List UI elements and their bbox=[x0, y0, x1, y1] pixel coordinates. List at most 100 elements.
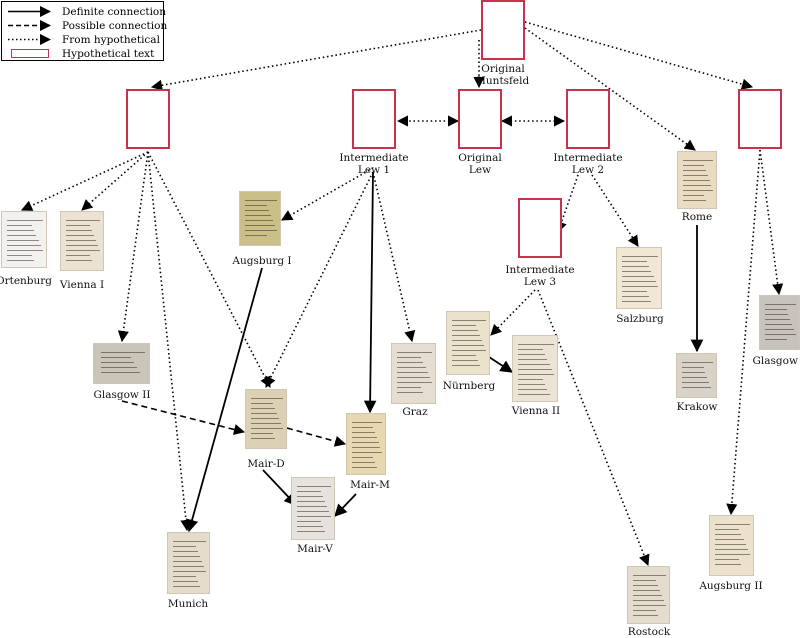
script-line bbox=[682, 185, 712, 186]
script-line bbox=[244, 220, 274, 221]
nurnberg-manuscript-image bbox=[446, 311, 490, 375]
mair-v-manuscript-image bbox=[291, 477, 335, 540]
edge-left-glasgow2 bbox=[117, 151, 149, 343]
script-line bbox=[7, 230, 35, 231]
edge-lew3-rostock bbox=[537, 289, 650, 567]
script-line bbox=[100, 357, 132, 358]
script-line bbox=[250, 433, 274, 434]
script-line bbox=[100, 362, 135, 363]
script-line bbox=[351, 462, 375, 463]
edge-lew2-salzburg bbox=[591, 174, 639, 247]
script-line bbox=[518, 364, 550, 365]
label-krakow: Krakow bbox=[676, 401, 718, 413]
script-line bbox=[351, 457, 373, 458]
hypothetical-lew1-box bbox=[352, 89, 396, 149]
legend-from-hypothetical-label: From hypothetical bbox=[62, 33, 160, 46]
label-glasgow2: Glasgow II bbox=[93, 389, 151, 401]
script-line bbox=[351, 447, 381, 448]
vienna2-manuscript-image bbox=[512, 335, 558, 402]
script-line bbox=[250, 413, 278, 414]
script-line bbox=[452, 330, 478, 331]
legend-definite-label: Definite connection bbox=[62, 5, 167, 18]
script-line bbox=[172, 586, 200, 587]
script-line bbox=[764, 339, 787, 340]
script-line bbox=[681, 362, 714, 363]
script-line bbox=[66, 245, 98, 246]
script-line bbox=[622, 261, 647, 262]
legend-possible: Possible connection bbox=[6, 19, 167, 32]
label-vienna1: Vienna I bbox=[59, 279, 105, 291]
script-line bbox=[297, 526, 323, 527]
legend-hypothetical-text-label: Hypothetical text bbox=[62, 47, 155, 60]
hypothetical-left-box bbox=[126, 89, 170, 149]
script-line bbox=[250, 408, 276, 409]
script-line bbox=[244, 205, 268, 206]
script-line bbox=[351, 442, 379, 443]
script-line bbox=[764, 304, 797, 305]
script-line bbox=[622, 276, 654, 277]
script-line bbox=[397, 377, 430, 378]
glasgow1-manuscript-image bbox=[759, 295, 800, 350]
edge-lew3-nurnberg bbox=[490, 289, 536, 336]
script-line bbox=[297, 506, 327, 507]
legend-possible-label: Possible connection bbox=[62, 19, 168, 32]
script-line bbox=[397, 367, 426, 368]
script-line bbox=[682, 180, 710, 181]
script-line bbox=[397, 382, 432, 383]
edge-augsburg1-munich bbox=[185, 267, 263, 533]
mair-d-manuscript-image bbox=[245, 389, 287, 449]
script-line bbox=[518, 369, 552, 370]
script-line bbox=[452, 365, 480, 366]
script-line bbox=[66, 255, 90, 256]
script-line bbox=[682, 175, 708, 176]
script-line bbox=[297, 486, 332, 487]
legend-hypothetical-text: Hypothetical text bbox=[6, 47, 154, 60]
hypothetical-lew3-box bbox=[518, 198, 562, 258]
script-line bbox=[518, 359, 548, 360]
script-line bbox=[622, 271, 652, 272]
label-original-lew-2: Lew bbox=[468, 164, 492, 176]
script-line bbox=[632, 600, 665, 601]
script-line bbox=[764, 309, 787, 310]
script-line bbox=[715, 524, 750, 525]
script-line bbox=[297, 491, 321, 492]
script-line bbox=[622, 286, 658, 287]
script-line bbox=[622, 266, 650, 267]
script-line bbox=[244, 235, 268, 236]
script-line bbox=[351, 437, 377, 438]
glasgow2-manuscript-image bbox=[93, 343, 150, 384]
label-ortenburg: Ortenburg bbox=[0, 275, 53, 287]
script-line bbox=[7, 255, 32, 256]
hypothetical-lew-box bbox=[458, 89, 502, 149]
script-line bbox=[7, 225, 32, 226]
label-intermediate-lew3-1: Intermediate bbox=[505, 264, 575, 276]
script-line bbox=[297, 531, 325, 532]
edge-mair-m-mair-v bbox=[334, 493, 357, 517]
script-line bbox=[681, 377, 708, 378]
legend-definite: Definite connection bbox=[6, 5, 166, 18]
script-line bbox=[632, 575, 667, 576]
script-line bbox=[351, 422, 383, 423]
script-line bbox=[66, 220, 101, 221]
label-intermediate-lew3-2: Lew 3 bbox=[523, 276, 557, 288]
script-line bbox=[172, 541, 207, 542]
label-mair-m: Mair-M bbox=[350, 479, 390, 491]
label-glasgow1: Glasgow I bbox=[752, 355, 800, 367]
label-vienna2: Vienna II bbox=[511, 405, 561, 417]
script-line bbox=[518, 349, 543, 350]
edge-mair-d-mair-v bbox=[262, 469, 297, 506]
edge-huntsfeld-right bbox=[524, 21, 754, 90]
script-line bbox=[518, 394, 550, 395]
edge-huntsfeld-left bbox=[150, 29, 482, 91]
label-munich: Munich bbox=[167, 598, 209, 610]
script-line bbox=[715, 564, 742, 565]
script-line bbox=[244, 200, 278, 201]
script-line bbox=[397, 392, 424, 393]
ortenburg-manuscript-image bbox=[1, 211, 47, 268]
label-rostock: Rostock bbox=[627, 626, 671, 638]
script-line bbox=[518, 389, 548, 390]
script-line bbox=[7, 220, 43, 221]
script-line bbox=[250, 398, 284, 399]
label-mair-v: Mair-V bbox=[297, 543, 333, 555]
